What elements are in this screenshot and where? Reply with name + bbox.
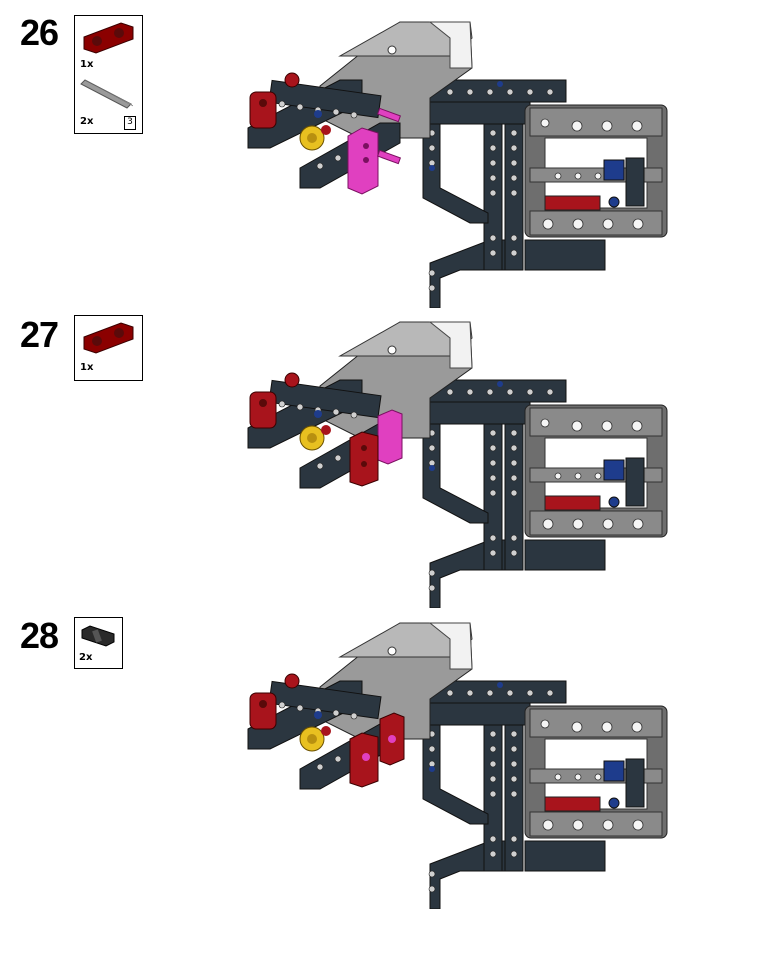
step-number: 28 [20,615,59,656]
step-26: 26 1x 2x 3 [0,12,768,312]
red-double-connector-icon [83,322,134,354]
step-28: 28 2x [0,615,768,915]
parts-list: 1x [74,315,143,381]
parts-list: 1x 2x 3 [74,15,143,134]
red-double-connector-icon [83,22,134,54]
step-number: 26 [20,12,59,53]
red-connector [349,431,379,487]
quantity: 2x [80,116,94,127]
assembly-drawing [247,321,668,608]
parts-list: 2x [74,617,123,669]
step-number: 27 [20,314,59,355]
step-27: 27 1x [0,314,768,614]
grey-axle-icon [80,79,134,109]
black-pin-icon [81,625,115,647]
assembly-drawing [247,21,668,308]
axle-length-label: 3 [124,116,136,130]
assembly-drawing [247,622,668,909]
quantity: 2x [79,652,93,663]
magenta-connector [347,127,379,195]
quantity: 1x [80,59,94,70]
quantity: 1x [80,362,94,373]
